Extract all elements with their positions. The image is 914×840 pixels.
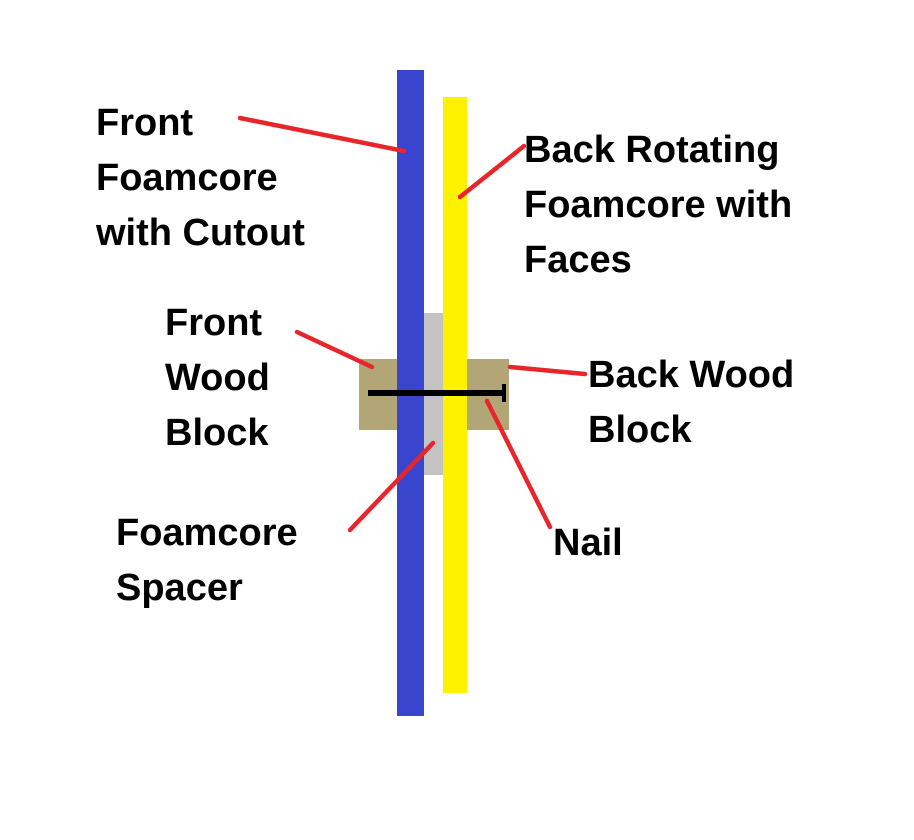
nail-head [502, 384, 506, 402]
nail-shaft [368, 390, 506, 396]
label-foamcore-spacer: Foamcore Spacer [116, 512, 298, 609]
leader-line-back-foamcore [457, 143, 527, 200]
label-back-wood-block: Back Wood Block [588, 354, 795, 451]
label-front-foamcore: Front Foamcore with Cutout [96, 102, 305, 254]
label-nail: Nail [553, 522, 623, 564]
label-front-wood-block: Front Wood Block [165, 302, 270, 454]
leader-line-back-wood-block [507, 364, 588, 377]
label-back-foamcore: Back Rotating Foamcore with Faces [524, 129, 793, 281]
